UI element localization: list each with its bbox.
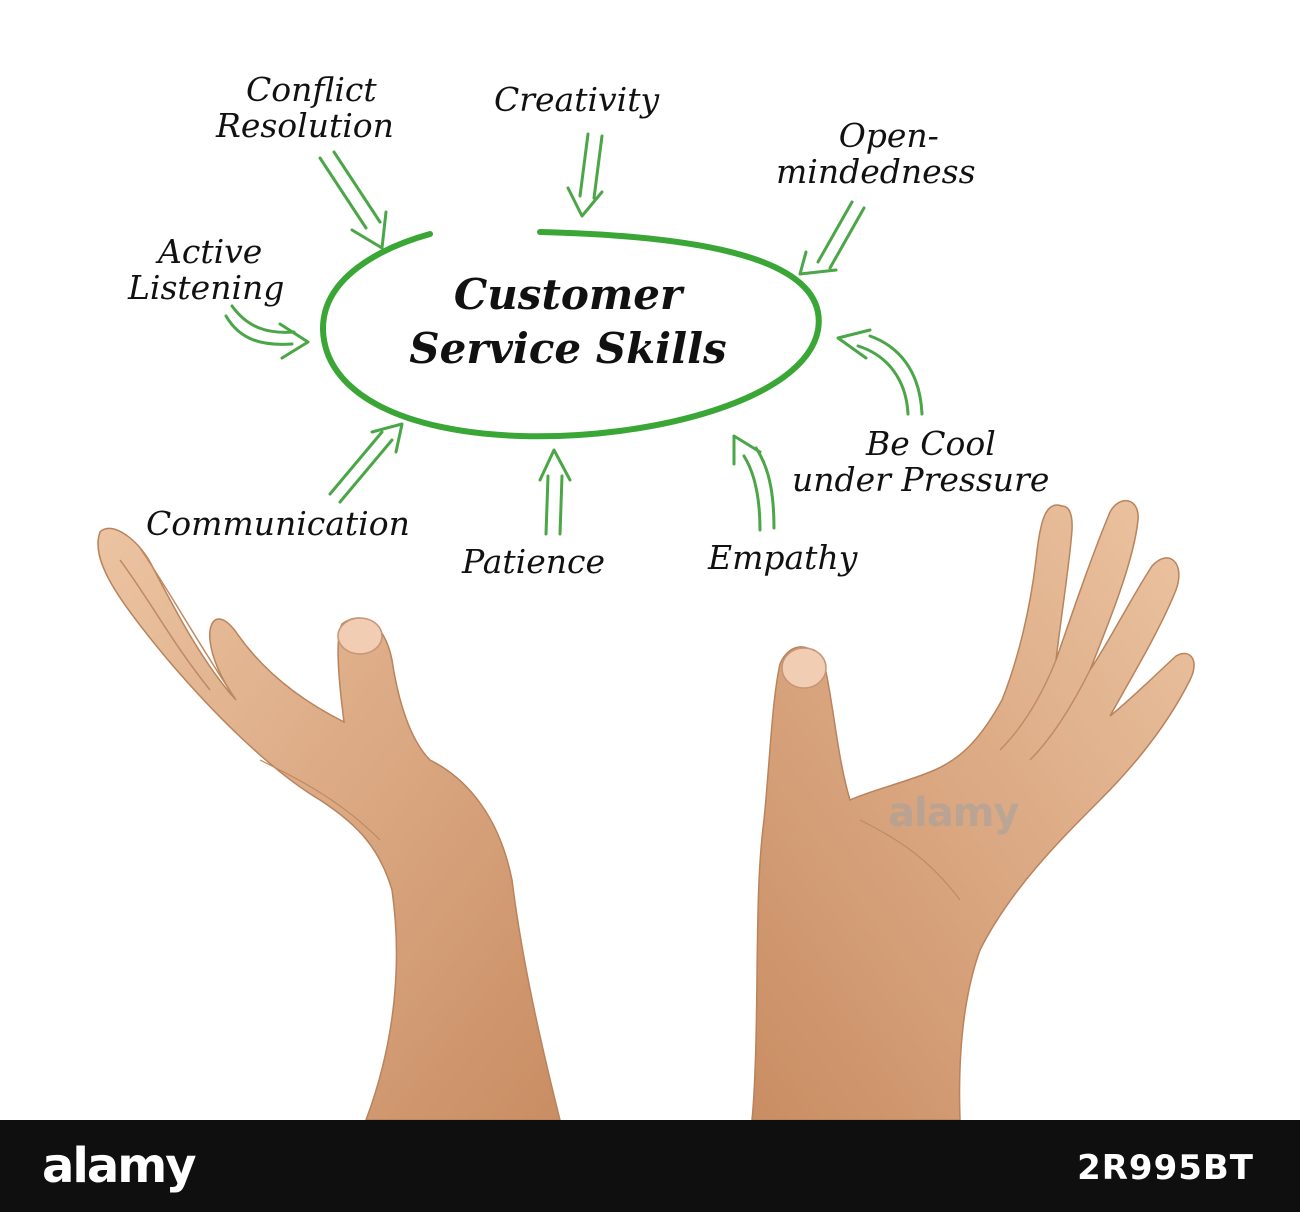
brand-logo: alamy <box>42 1138 197 1194</box>
center-title: Customer Service Skills <box>348 268 788 376</box>
label-be-cool-under-pressure: Be Cool under Pressure <box>792 426 1049 498</box>
stock-image-id: 2R995BT <box>1077 1148 1254 1188</box>
label-patience: Patience <box>462 542 606 581</box>
left-hand-image <box>97 527 561 1121</box>
watermark: alamy <box>888 790 1019 836</box>
arrow-empathy <box>732 434 776 532</box>
arrow-conflict-resolution <box>318 150 388 250</box>
center-title-line1: Customer <box>453 270 683 319</box>
label-communication: Communication <box>146 504 410 543</box>
center-title-line2: Service Skills <box>409 324 727 373</box>
arrow-communication <box>328 422 404 504</box>
label-open-mindedness: Open- mindedness <box>776 118 976 190</box>
arrow-be-cool <box>836 328 924 416</box>
arrow-patience <box>538 448 572 536</box>
center-ellipse <box>319 229 822 440</box>
right-hand-image <box>751 500 1195 1121</box>
arrow-open-mindedness <box>798 200 866 276</box>
arrow-creativity <box>566 132 604 218</box>
label-active-listening-line2: Listening <box>128 268 285 307</box>
label-conflict-resolution-line2: Resolution <box>216 106 394 145</box>
label-active-listening: Active Listening <box>128 234 284 306</box>
label-open-mindedness-line2: mindedness <box>776 152 976 191</box>
label-be-cool-line2: under Pressure <box>792 460 1050 499</box>
label-conflict-resolution: Conflict Resolution <box>216 70 394 144</box>
arrow-active-listening <box>224 304 310 360</box>
label-creativity: Creativity <box>494 80 660 119</box>
label-active-listening-line1: Active <box>158 232 263 271</box>
diagram: Customer Service Skills Conflict Resolut… <box>97 70 1195 1121</box>
footer-bar: alamy 2R995BT <box>0 1120 1300 1212</box>
label-conflict-resolution-line1: Conflict <box>246 70 377 109</box>
diagram-graphics <box>97 132 1195 1121</box>
label-be-cool-line1: Be Cool <box>866 424 996 463</box>
label-empathy: Empathy <box>708 538 858 577</box>
label-open-mindedness-line1: Open- <box>838 116 939 155</box>
